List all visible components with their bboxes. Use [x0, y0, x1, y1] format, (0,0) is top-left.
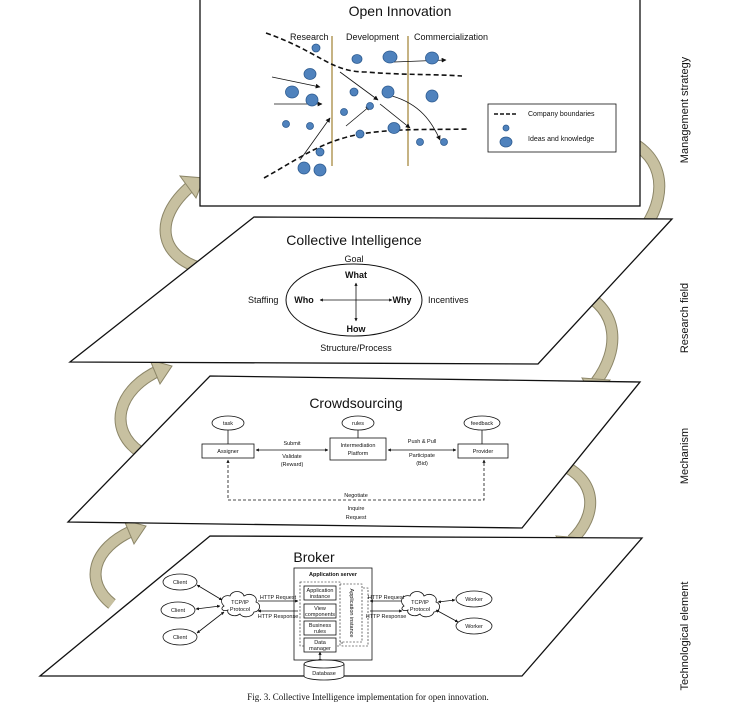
legend-company-boundaries: Company boundaries — [528, 111, 595, 118]
side-label-mechanism: Mechanism — [679, 428, 691, 484]
client-node — [162, 573, 198, 591]
worker-node — [455, 590, 493, 608]
cs-push-pull: Push & Pull — [408, 439, 436, 445]
data-manager-line1: Data — [314, 640, 327, 646]
client-node — [162, 628, 198, 646]
client-label-3: Client — [173, 635, 188, 641]
business-rules-line2: rules — [314, 629, 326, 635]
phase-research: Research — [290, 32, 329, 42]
ci-structure: Structure/Process — [320, 343, 392, 353]
curved-arrows — [89, 131, 666, 609]
cs-submit: Submit — [283, 441, 301, 447]
http-request-right: HTTP Request — [368, 595, 405, 601]
http-response-left: HTTP Response — [258, 614, 299, 620]
app-instance-line2: instance — [310, 594, 331, 600]
open-innovation-title: Open Innovation — [349, 3, 452, 19]
client-label-1: Client — [173, 580, 188, 586]
cs-inquire: Inquire — [348, 506, 365, 512]
phase-commercialization: Commercialization — [414, 32, 488, 42]
idea-bubbles — [282, 43, 448, 177]
open-innovation-legend: Company boundaries Ideas and knowledge — [487, 103, 617, 153]
ci-what: What — [345, 270, 367, 280]
view-components-line2: components — [305, 612, 335, 618]
crowdsourcing-title: Crowdsourcing — [309, 395, 402, 411]
collective-intelligence-title: Collective Intelligence — [286, 232, 422, 248]
ci-goal: Goal — [344, 254, 363, 264]
ci-who: Who — [294, 295, 314, 305]
business-rules-line1: Business — [309, 623, 332, 629]
side-label-technological: Technological element — [679, 582, 691, 691]
tcpip-right-line2: Protocol — [410, 607, 430, 613]
cs-platform-line2: Platform — [348, 451, 369, 457]
cs-provider: Provider — [473, 449, 494, 455]
tcpip-right-line1: TCP/IP — [411, 600, 429, 606]
cs-bid: (Bid) — [416, 461, 428, 467]
side-application-instance: Application instance — [348, 589, 354, 638]
cs-validate: Validate — [282, 454, 301, 460]
cs-assigner: Assigner — [217, 449, 239, 455]
client-node — [160, 601, 196, 619]
app-instance-line1: Application — [307, 588, 334, 594]
collective-intelligence-panel: Collective Intelligence Goal What How Wh… — [68, 216, 674, 365]
cs-platform-line1: Intermediation — [341, 443, 376, 449]
ci-how: How — [347, 324, 367, 334]
broker-title: Broker — [293, 549, 335, 565]
app-server-title: Application server — [309, 572, 358, 578]
http-request-left: HTTP Request — [260, 595, 297, 601]
cs-task: task — [223, 421, 233, 427]
legend-ideas-knowledge: Ideas and knowledge — [528, 136, 594, 143]
cs-request: Request — [346, 515, 367, 521]
cs-feedback: feedback — [471, 421, 494, 427]
figure-caption: Fig. 3. Collective Intelligence implemen… — [247, 692, 488, 702]
tcpip-left-line2: Protocol — [230, 607, 250, 613]
side-label-management: Management strategy — [679, 56, 691, 163]
ci-incentives: Incentives — [428, 295, 469, 305]
client-label-2: Client — [171, 608, 186, 614]
cs-reward: (Reward) — [281, 462, 304, 468]
broker-panel: Broker Application server Application in… — [38, 535, 644, 681]
data-manager-line2: manager — [309, 646, 331, 652]
database-label: Database — [312, 671, 336, 677]
phase-development: Development — [346, 32, 400, 42]
tcpip-cloud-left: TCP/IP Protocol — [221, 591, 260, 618]
worker-node — [455, 617, 493, 635]
side-label-research: Research field — [679, 283, 691, 353]
company-boundary-top — [265, 32, 463, 77]
worker-label-1: Worker — [465, 597, 483, 603]
cs-rules: rules — [352, 421, 364, 427]
cs-negotiate-loop — [226, 459, 486, 501]
worker-label-2: Worker — [465, 624, 483, 630]
cs-negotiate: Negotiate — [344, 493, 368, 499]
ci-staffing: Staffing — [248, 295, 278, 305]
tcpip-cloud-right: TCP/IP Protocol — [401, 591, 440, 618]
tcpip-left-line1: TCP/IP — [231, 600, 249, 606]
cs-participate: Participate — [409, 453, 435, 459]
view-components-line1: View — [314, 606, 326, 612]
ci-why: Why — [393, 295, 412, 305]
open-innovation-panel: Open Innovation Research Development Com… — [199, 0, 641, 207]
http-response-right: HTTP Response — [366, 614, 407, 620]
crowdsourcing-panel: Crowdsourcing task rules feedback Assign… — [66, 375, 642, 529]
